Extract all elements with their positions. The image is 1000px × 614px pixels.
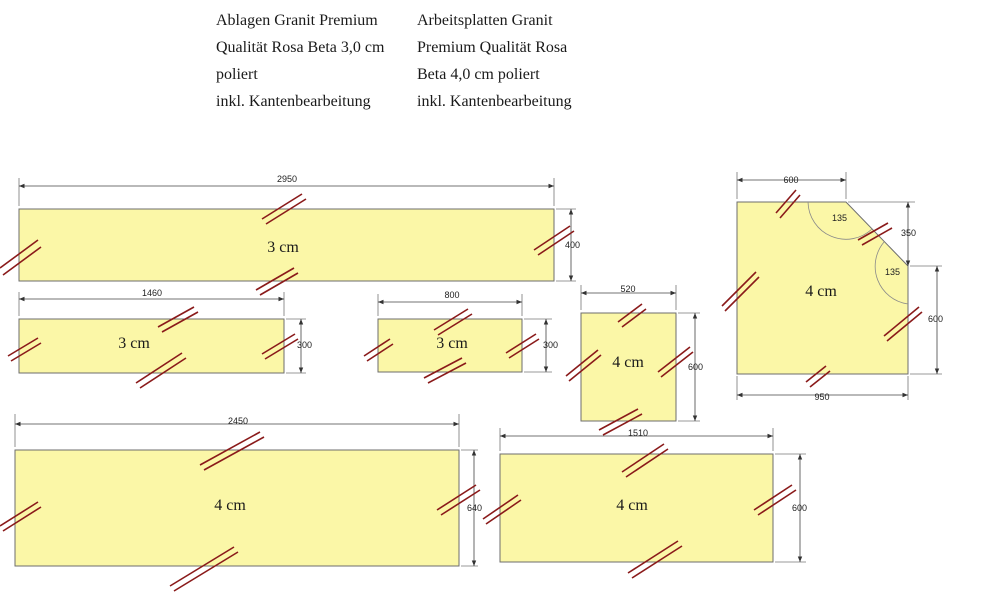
slab-5-top-width-label: 600 (783, 175, 798, 185)
edge-finish-mark (627, 540, 683, 579)
edge-finish-mark (0, 239, 42, 276)
edge-finish-mark (617, 303, 647, 328)
slab-7-shape (499, 453, 774, 563)
edge-finish-mark (0, 501, 42, 532)
slab-5-angle-2-label: 135 (885, 267, 900, 277)
slab-5-height-label: 600 (928, 314, 943, 324)
edge-finish-mark (857, 222, 893, 246)
edge-finish-mark (255, 267, 299, 296)
edge-finish-mark (533, 225, 575, 256)
header-left-line: Ablagen Granit Premium (216, 12, 378, 29)
edge-finish-mark (7, 337, 42, 362)
edge-finish-mark (598, 408, 643, 436)
edge-finish-mark (482, 494, 522, 525)
slab-7-thickness-label: 4 cm (616, 497, 648, 514)
slab-5-diagonal-label: 350 (901, 228, 916, 238)
slab-2-shape (18, 318, 285, 374)
slab-4-thickness-label: 4 cm (612, 354, 644, 371)
slab-6-thickness-label: 4 cm (214, 497, 246, 514)
header-left-description: Ablagen Granit Premium Qualität Rosa Bet… (216, 7, 384, 115)
slab-1-thickness-label: 3 cm (267, 239, 299, 256)
header-right-line: Premium Qualität Rosa (417, 39, 568, 56)
edge-finish-mark (436, 484, 481, 516)
header-right-description: Arbeitsplatten Granit Premium Qualität R… (417, 7, 572, 115)
header-left-line: inkl. Kantenbearbeitung (216, 93, 371, 110)
slab-2-height-label: 300 (297, 340, 312, 350)
header-left-line: Qualität Rosa Beta 3,0 cm (216, 39, 385, 56)
slab-4: 520 600 4 cm (565, 284, 703, 436)
slab-5-thickness-label: 4 cm (805, 283, 837, 300)
slab-6-width-label: 2450 (228, 416, 248, 426)
slab-3-thickness-label: 3 cm (436, 335, 468, 352)
edge-finish-mark (261, 193, 307, 225)
slab-3-width-label: 800 (444, 290, 459, 300)
slab-5-angle-1-label: 135 (832, 213, 847, 223)
slab-3-height-label: 300 (543, 340, 558, 350)
slab-7-width-label: 1510 (628, 428, 648, 438)
edge-finish-mark (261, 333, 299, 360)
slab-4-height-label: 600 (688, 362, 703, 372)
slab-6: 2450 640 4 cm (0, 414, 482, 592)
angle-arc (807, 201, 873, 240)
slab-6-height-label: 640 (467, 503, 482, 513)
edge-finish-mark (657, 346, 694, 378)
slab-7-height-label: 600 (792, 503, 807, 513)
slab-4-width-label: 520 (620, 284, 635, 294)
edge-finish-mark (505, 333, 540, 359)
edge-finish-mark (423, 357, 467, 384)
slab-5: 135 135 600 350 600 950 4 cm (721, 172, 943, 402)
header-left-line: poliert (216, 66, 258, 83)
edge-finish-mark (775, 189, 801, 219)
edge-finish-mark (135, 352, 187, 389)
edge-finish-mark (565, 349, 602, 382)
edge-finish-mark (199, 431, 265, 471)
angle-arc (874, 241, 909, 305)
edge-finish-mark (363, 338, 394, 362)
edge-finish-mark (753, 484, 797, 516)
slab-6-shape (14, 449, 460, 567)
header-right-line: Arbeitsplatten Granit (417, 12, 553, 29)
slab-5-shape (736, 201, 909, 375)
slab-2-width-label: 1460 (142, 288, 162, 298)
edge-finish-mark (621, 443, 669, 478)
slab-1: 2950 400 3 cm (0, 174, 580, 296)
slab-2-thickness-label: 3 cm (118, 335, 150, 352)
slab-1-height-label: 400 (565, 240, 580, 250)
edge-finish-mark (433, 308, 473, 336)
header-right-line: inkl. Kantenbearbeitung (417, 93, 572, 110)
header-right-line: Beta 4,0 cm poliert (417, 66, 540, 83)
edge-finish-mark (157, 306, 199, 333)
slab-5-bottom-width-label: 950 (814, 392, 829, 402)
slab-2: 1460 300 3 cm (7, 288, 312, 389)
slab-7: 1510 600 4 cm (482, 428, 807, 579)
slab-3: 800 300 3 cm (363, 290, 558, 384)
edge-finish-mark (721, 271, 760, 312)
edge-finish-mark (883, 306, 923, 342)
edge-finish-mark (169, 546, 239, 592)
slab-1-width-label: 2950 (277, 174, 297, 184)
edge-finish-mark (805, 365, 831, 388)
slab-1-shape (18, 208, 555, 282)
